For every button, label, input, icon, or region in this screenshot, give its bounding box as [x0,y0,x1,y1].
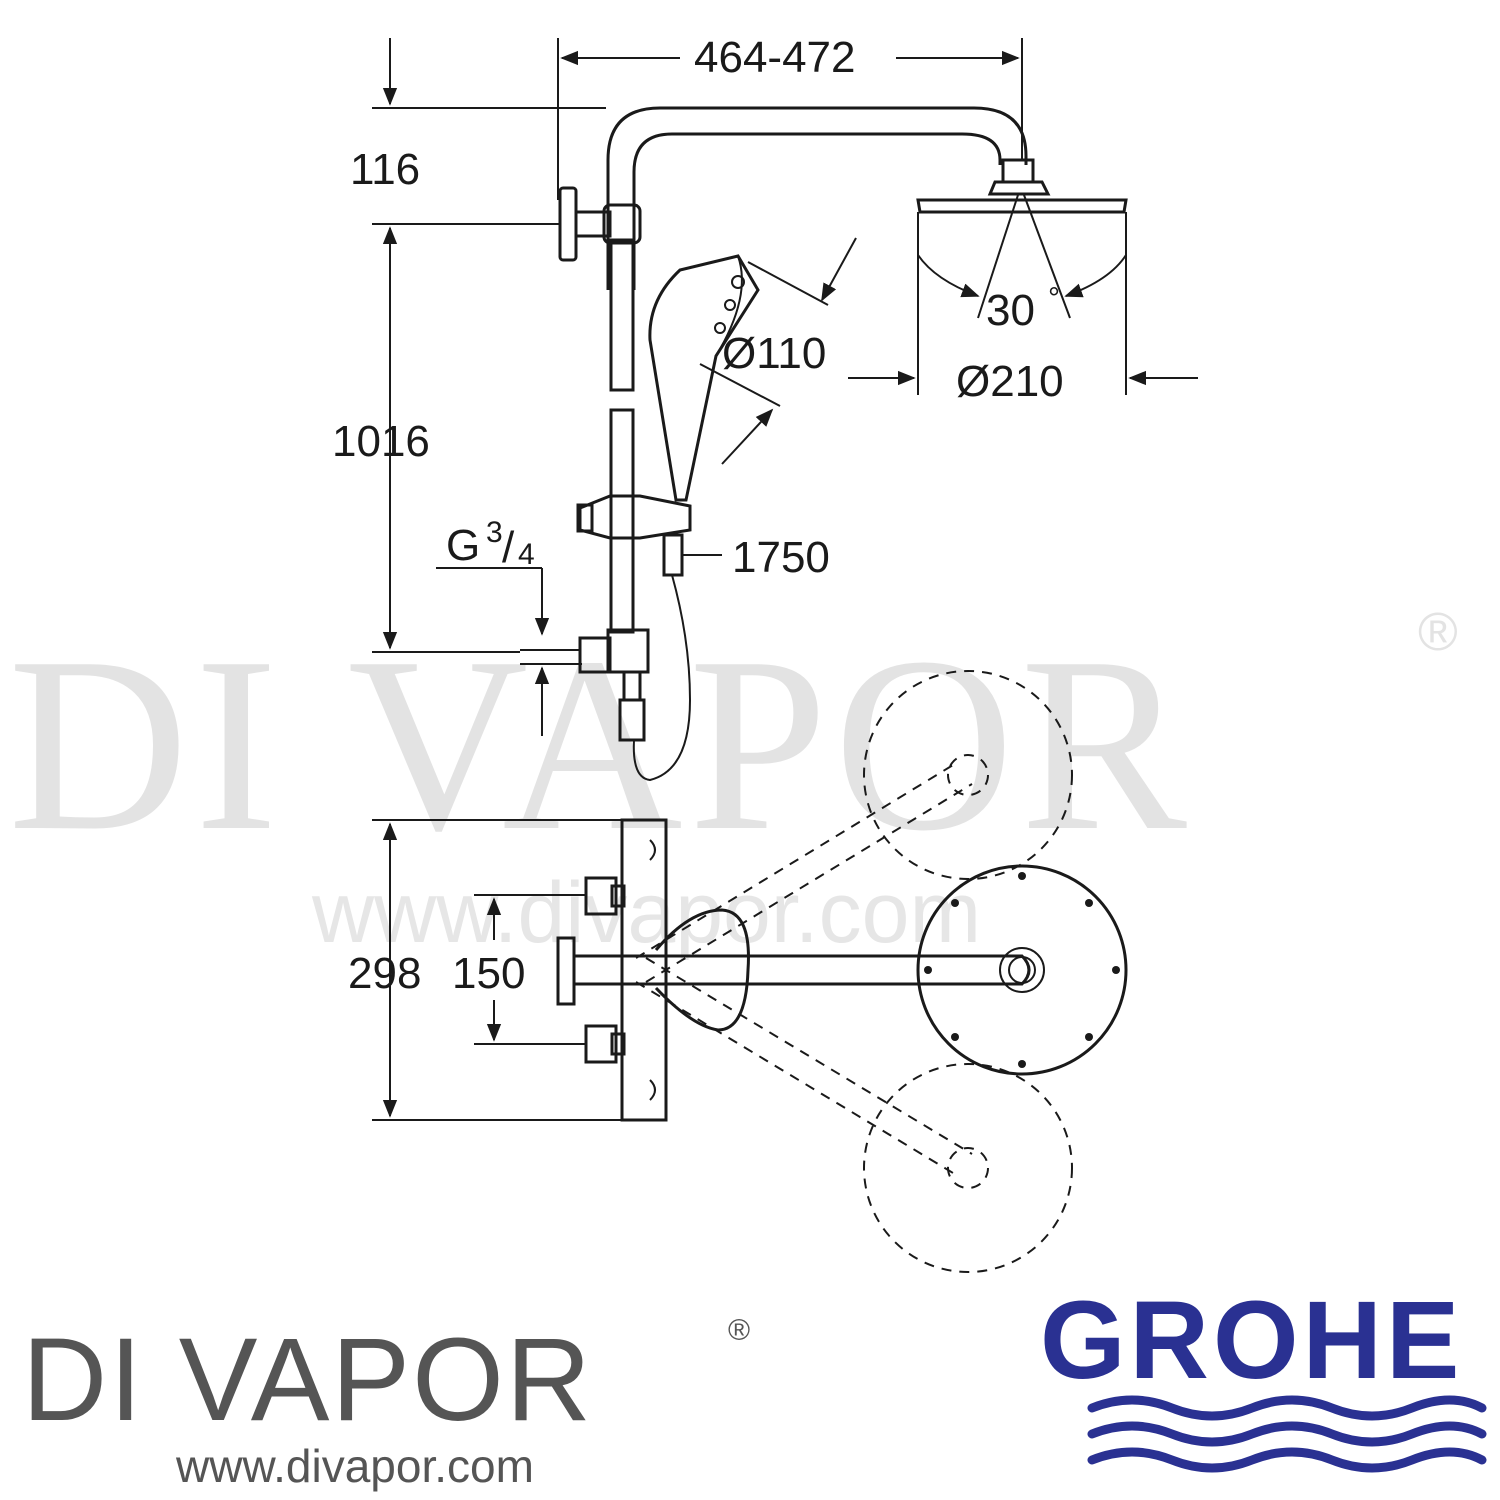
hand-shower-face [715,255,743,357]
dim-thread-num: 3 [486,516,503,549]
dim-head-diameter: Ø210 [956,357,1064,406]
hose-connector [662,533,684,577]
dim-arm-height: 116 [350,145,420,194]
plan-view [372,670,1128,1273]
hand-shower-nozzle-3 [714,322,726,334]
hand-shower-plan [654,908,750,1032]
watermark: DI VAPOR ® www.divapor.com [8,602,1458,961]
head-shower [916,198,1128,214]
head-shower-center-outer [999,947,1045,993]
arm-rotation-up [635,670,1073,983]
spray-line-right [1023,194,1071,319]
dim-body-height: 298 [348,949,421,998]
shower-hose [632,574,692,782]
hand-diameter-ext-bottom [699,363,781,407]
thermostat-bottom-knob [649,1079,656,1101]
slide-holder [578,494,692,540]
dealer-registered-mark: ® [728,1314,750,1347]
dim-thread-den: 4 [518,538,535,571]
head-shower-bolts [924,872,1120,1068]
shower-rail-lower [609,408,635,634]
wall-bracket-arm [574,210,612,238]
dealer-name: DI VAPOR [22,1314,593,1446]
dim-spray-angle-unit: ° [1048,282,1060,315]
shower-head-neck [987,180,1051,196]
bracket-collar [602,203,642,245]
dim-inlet-spacing: 150 [452,949,525,998]
slide-holder-knob [576,503,594,533]
inlet-nut-top-stem [610,884,626,908]
inlet-nut-bottom-stem [610,1032,626,1056]
arm-rotation-down [635,957,1073,1273]
dim-thread-slash: / [502,523,515,572]
dim-width-span: 464-472 [694,33,855,82]
diverter-connector [618,670,646,742]
dim-hose-length: 1750 [732,533,830,582]
hand-diameter-arrow-bottom [721,408,774,465]
thermostat-top-knob [649,839,656,861]
grohe-logo: GROHE [1040,1279,1487,1473]
shower-head-joint [1001,158,1035,184]
watermark-url: www.divapor.com [311,865,981,961]
hand-shower-nozzle-2 [724,299,736,311]
dim-rail-height: 1016 [332,417,430,466]
dim-hand-diameter: Ø110 [722,329,826,378]
grohe-waves-icon [1087,1395,1487,1473]
wall-bracket-plate [558,186,578,262]
shower-arm-inner [632,132,1002,290]
dim-thread-main: G [446,521,480,570]
hand-shower [648,254,760,502]
dealer-url: www.divapor.com [175,1440,534,1492]
side-elevation-view [372,38,1198,782]
elbow-body [606,628,650,674]
spray-line-left [977,194,1019,319]
watermark-name: DI VAPOR [8,606,1193,883]
watermark-registered-mark: ® [1418,602,1458,662]
spray-angle-arc-right [1064,254,1127,298]
head-shower-plan [916,864,1128,1076]
shower-rail-upper [609,238,635,392]
hand-diameter-ext-top [747,261,829,306]
dim-spray-angle: 30 [986,286,1035,335]
hand-diameter-arrow-top [821,237,857,302]
head-shower-center-inner [1008,956,1036,984]
spray-angle-arc-left [917,254,980,298]
dealer-logo: DI VAPOR ® www.divapor.com [22,1314,750,1492]
hand-shower-nozzle-1 [731,275,745,289]
grohe-wordmark: GROHE [1040,1279,1463,1402]
inlet-fitting [578,636,612,674]
